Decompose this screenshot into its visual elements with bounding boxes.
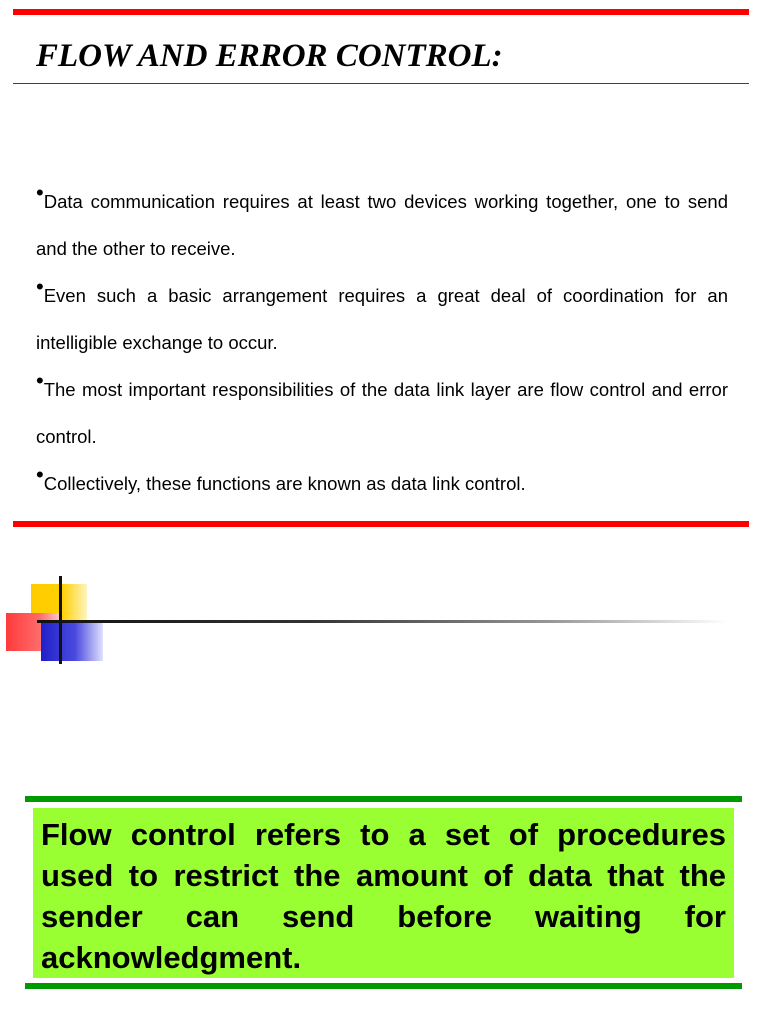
definition-box: Flow control refers to a set of procedur…: [33, 808, 734, 978]
vertical-line: [59, 576, 62, 664]
blue-square: [41, 623, 103, 661]
title-underline: [13, 83, 749, 84]
list-item: •Data communication requires at least tw…: [36, 180, 728, 260]
green-bottom-rule: [25, 983, 742, 989]
fading-horizontal-line: [37, 620, 727, 623]
list-item: •Even such a basic arrangement requires …: [36, 274, 728, 354]
flow-control-definition: Flow control refers to a set of procedur…: [41, 817, 726, 975]
green-top-rule: [25, 796, 742, 802]
bullet-text: Collectively, these functions are known …: [43, 473, 526, 494]
bullet-list: •Data communication requires at least tw…: [36, 178, 728, 507]
top-red-rule: [13, 9, 749, 15]
bullet-text: The most important responsibilities of t…: [36, 379, 728, 447]
bullet-text: Even such a basic arrangement requires a…: [36, 285, 728, 353]
list-item: •Collectively, these functions are known…: [36, 462, 526, 495]
slide-divider-rule: [13, 521, 749, 527]
list-item: •The most important responsibilities of …: [36, 368, 728, 448]
slide-title: FLOW AND ERROR CONTROL:: [36, 38, 503, 74]
decorative-squares-logo: [0, 570, 768, 670]
bullet-text: Data communication requires at least two…: [36, 191, 728, 259]
